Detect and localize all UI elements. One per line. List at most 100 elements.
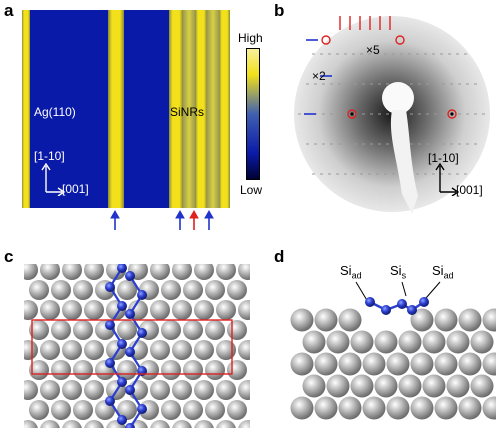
colorbar-high-label: High [238, 31, 263, 45]
si-atom [117, 415, 127, 425]
ag-atom [216, 264, 236, 280]
ag-atom [205, 320, 225, 340]
stm-stripe [219, 10, 230, 208]
si-atom [125, 309, 135, 319]
ag-atom [29, 320, 49, 340]
ag-atom [40, 264, 60, 280]
ag-atom [482, 308, 496, 332]
ag-atom [446, 374, 470, 398]
ag-atom [338, 396, 362, 420]
ag-atom [194, 420, 214, 428]
leed-shadow [390, 110, 418, 214]
ag-atom [84, 300, 104, 320]
si-atom [105, 396, 115, 406]
ag-atom [434, 352, 458, 376]
arrow-marker [189, 210, 199, 230]
ag-atom [227, 280, 247, 300]
ag-atom [227, 360, 247, 380]
ag-atom [161, 400, 181, 420]
ag-atom [422, 374, 446, 398]
ag-atom [205, 400, 225, 420]
leed-spot [447, 109, 457, 119]
ag-atom [422, 330, 446, 354]
label-sinrs: SiNRs [170, 105, 205, 119]
ag-atom [362, 352, 386, 376]
stm-stripe [183, 10, 195, 208]
stripe-arrows [110, 210, 214, 230]
ag-atom [350, 374, 374, 398]
si-atom [105, 358, 115, 368]
ag-atom [24, 420, 38, 428]
ag-atom [51, 280, 71, 300]
si-atom [117, 264, 127, 273]
si-atom [397, 299, 407, 309]
ag-atom [350, 330, 374, 354]
ag-atom [314, 352, 338, 376]
axis-label-001: [001] [62, 182, 89, 196]
ag-atom [398, 374, 422, 398]
stm-stripe [195, 10, 207, 208]
ag-atom [194, 264, 214, 280]
ag-atom [150, 264, 170, 280]
ag-atom [216, 300, 236, 320]
ag-atom [84, 340, 104, 360]
ag-atom [338, 352, 362, 376]
ag-atom [40, 300, 60, 320]
atomic-model-side-view [290, 281, 496, 420]
ag-atom [216, 340, 236, 360]
panel-label-c: c [4, 247, 14, 266]
ag-atom [150, 340, 170, 360]
ag-atom [40, 420, 60, 428]
ag-atom [238, 380, 250, 400]
ag-atom [290, 396, 314, 420]
ag-atom [183, 320, 203, 340]
ag-atom [62, 340, 82, 360]
colorbar-low-label: Low [240, 183, 263, 197]
ag-atom [314, 396, 338, 420]
si-atom [137, 404, 147, 414]
ag-atom [290, 352, 314, 376]
ag-atom [84, 380, 104, 400]
ag-atom [238, 420, 250, 428]
ag-atom [84, 264, 104, 280]
label-ag110: Ag(110) [34, 105, 76, 119]
panel-label-a: a [4, 1, 14, 20]
ag-atom [470, 374, 494, 398]
ag-atom [227, 400, 247, 420]
ag-atom [238, 264, 250, 280]
ag-atom [62, 420, 82, 428]
si-atom [137, 290, 147, 300]
ag-atom [205, 280, 225, 300]
ag-atom [161, 320, 181, 340]
stm-stripe [22, 10, 30, 208]
ag-atom [172, 264, 192, 280]
stm-image [22, 10, 230, 208]
ag-atom [172, 340, 192, 360]
axis-label-1-10: [1-10] [34, 149, 65, 163]
si-atom [117, 339, 127, 349]
ag-atom [458, 352, 482, 376]
ag-atom [24, 340, 38, 360]
ag-atom [194, 340, 214, 360]
leed-beam-spot [382, 82, 414, 114]
multiplier-x2: ×2 [312, 69, 326, 83]
si-atom [381, 305, 391, 315]
ag-atom [470, 330, 494, 354]
ag-atom [338, 308, 362, 332]
ag-atom [326, 374, 350, 398]
ag-atom [29, 400, 49, 420]
ag-atom [458, 396, 482, 420]
ag-atom [386, 352, 410, 376]
label-si-ad-left: Siad [340, 263, 362, 281]
ag-atom [446, 330, 470, 354]
ag-atom [194, 300, 214, 320]
ag-atom [434, 396, 458, 420]
ag-atom [172, 300, 192, 320]
ag-atom [374, 374, 398, 398]
si-atom [407, 305, 417, 315]
ag-atom [62, 264, 82, 280]
ag-atom [150, 420, 170, 428]
ag-atom [216, 380, 236, 400]
panel-label-b: b [274, 1, 285, 20]
stm-stripe [207, 10, 219, 208]
